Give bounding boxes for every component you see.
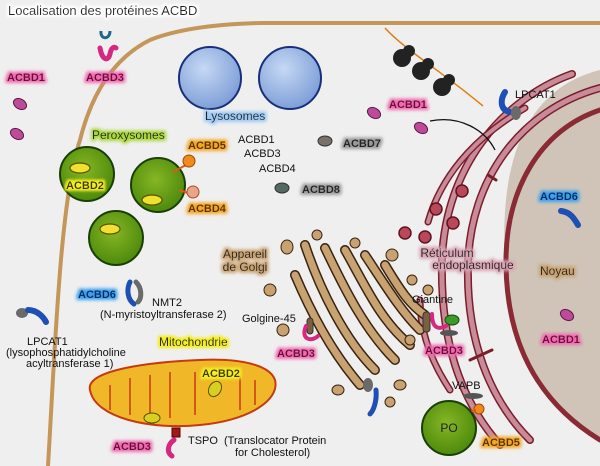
giantine-label: Giantine [412, 294, 453, 306]
acbd4-protein [186, 185, 200, 199]
lpcat1-protein [498, 89, 513, 115]
acbd2-protein [69, 162, 163, 235]
lpcat1-protein [25, 307, 49, 325]
acbd3-giantine-label: ACBD3 [425, 345, 463, 357]
green-partner-protein [444, 314, 460, 326]
acbd6-nmt-label: ACBD6 [78, 289, 116, 301]
acbd3-mito-label: ACBD3 [113, 441, 151, 453]
er-label-line1: Réticulum [420, 246, 473, 260]
diagram-title: Localisation des protéines ACBD [8, 3, 197, 18]
lysosomes-label: Lysosomes [205, 109, 265, 123]
grey-partner-protein [511, 106, 521, 120]
lpcat1-full-line1: (lysophosphatidylcholine [6, 347, 126, 359]
acbd2-protein [143, 412, 161, 424]
grey-partner-protein [16, 308, 28, 318]
po-label: PO [440, 421, 457, 435]
mitochondrie-label: Mitochondrie [159, 335, 228, 349]
lpcat1-left-label: LPCAT1 [27, 336, 68, 348]
peroxisome [88, 210, 144, 266]
ribosomes-on-mrna [384, 27, 484, 107]
er-label-line2: endoplasmique [432, 258, 514, 272]
lysosome [258, 46, 322, 110]
acbd6-protein [558, 208, 581, 228]
acbd2-protein [207, 380, 223, 398]
grey-protein [363, 378, 373, 392]
lysosome [178, 46, 242, 110]
tspo-full-line2: for Cholesterol) [235, 447, 310, 459]
tspo-protein [171, 427, 181, 438]
acbd5-protein [182, 154, 196, 168]
grey-partner-protein [440, 330, 458, 336]
lyso-list-acbd3: ACBD3 [244, 148, 281, 160]
acbd6-nucleus-label: ACBD6 [540, 191, 578, 203]
lpcat1-er-label: LPCAT1 [515, 89, 556, 101]
acbd3-protein [165, 437, 177, 459]
lyso-list-acbd1: ACBD1 [238, 134, 275, 146]
acbd8-label: ACBD8 [302, 184, 340, 196]
lpcat1-full-line2: acyltransferase 1) [26, 358, 113, 370]
acbd3-protein [97, 44, 119, 62]
membrane-receptor [99, 30, 112, 40]
acbd2-mito-label: ACBD2 [202, 368, 240, 380]
nucleus [504, 70, 600, 440]
mitochondrion [88, 358, 277, 428]
acbd1-top-right-label: ACBD1 [389, 99, 427, 111]
acbd1-protein [9, 97, 575, 322]
acbd7-protein [317, 135, 333, 147]
acbd1-nucleus-label: ACBD1 [542, 334, 580, 346]
acbd3-protein [430, 312, 448, 330]
peroxisome-po [421, 400, 477, 456]
tspo-full-line1: (Translocator Protein [224, 435, 326, 447]
nmt2-protein [133, 279, 144, 305]
acbd2-perox-label: ACBD2 [66, 180, 104, 192]
noyau-label: Noyau [540, 264, 575, 278]
golgi-apparatus [263, 229, 434, 408]
golgi-label-line2: de Golgi [223, 260, 268, 274]
acbd3-top-label: ACBD3 [86, 72, 124, 84]
golgi-label-line1: Appareil [223, 247, 267, 261]
acbd3-golgi-label: ACBD3 [277, 348, 315, 360]
acbd5-protein [473, 403, 485, 415]
acbd1-top-left-label: ACBD1 [7, 72, 45, 84]
arrow-acbd1-to-er [429, 119, 496, 151]
acbd4-stalk [178, 189, 189, 194]
nmt2-label: NMT2 [152, 297, 182, 309]
acbd6-protein [125, 279, 137, 307]
blue-protein [367, 387, 379, 417]
vapb-protein [463, 393, 483, 399]
acbd8-protein [274, 182, 290, 194]
er-vesicles [398, 184, 469, 244]
peroxisome [59, 146, 115, 202]
peroxysomes-label: Peroxysomes [92, 128, 165, 142]
plasma-membrane [46, 21, 600, 466]
acbd5-stalk [172, 164, 187, 173]
acbd5-po-label: ACBD5 [482, 437, 520, 449]
golgine45-label: Golgine-45 [242, 313, 296, 325]
acbd3-protein [302, 324, 320, 342]
lyso-list-acbd4: ACBD4 [259, 163, 296, 175]
acbd5-perox-label: ACBD5 [188, 140, 226, 152]
giantine-protein [422, 311, 431, 333]
vapb-label: VAPB [452, 380, 481, 392]
acbd7-label: ACBD7 [343, 138, 381, 150]
nmt2-full-label: (N-myristoyltransferase 2) [100, 309, 227, 321]
acbd4-perox-label: ACBD4 [188, 203, 227, 215]
tspo-label: TSPO [188, 435, 218, 447]
